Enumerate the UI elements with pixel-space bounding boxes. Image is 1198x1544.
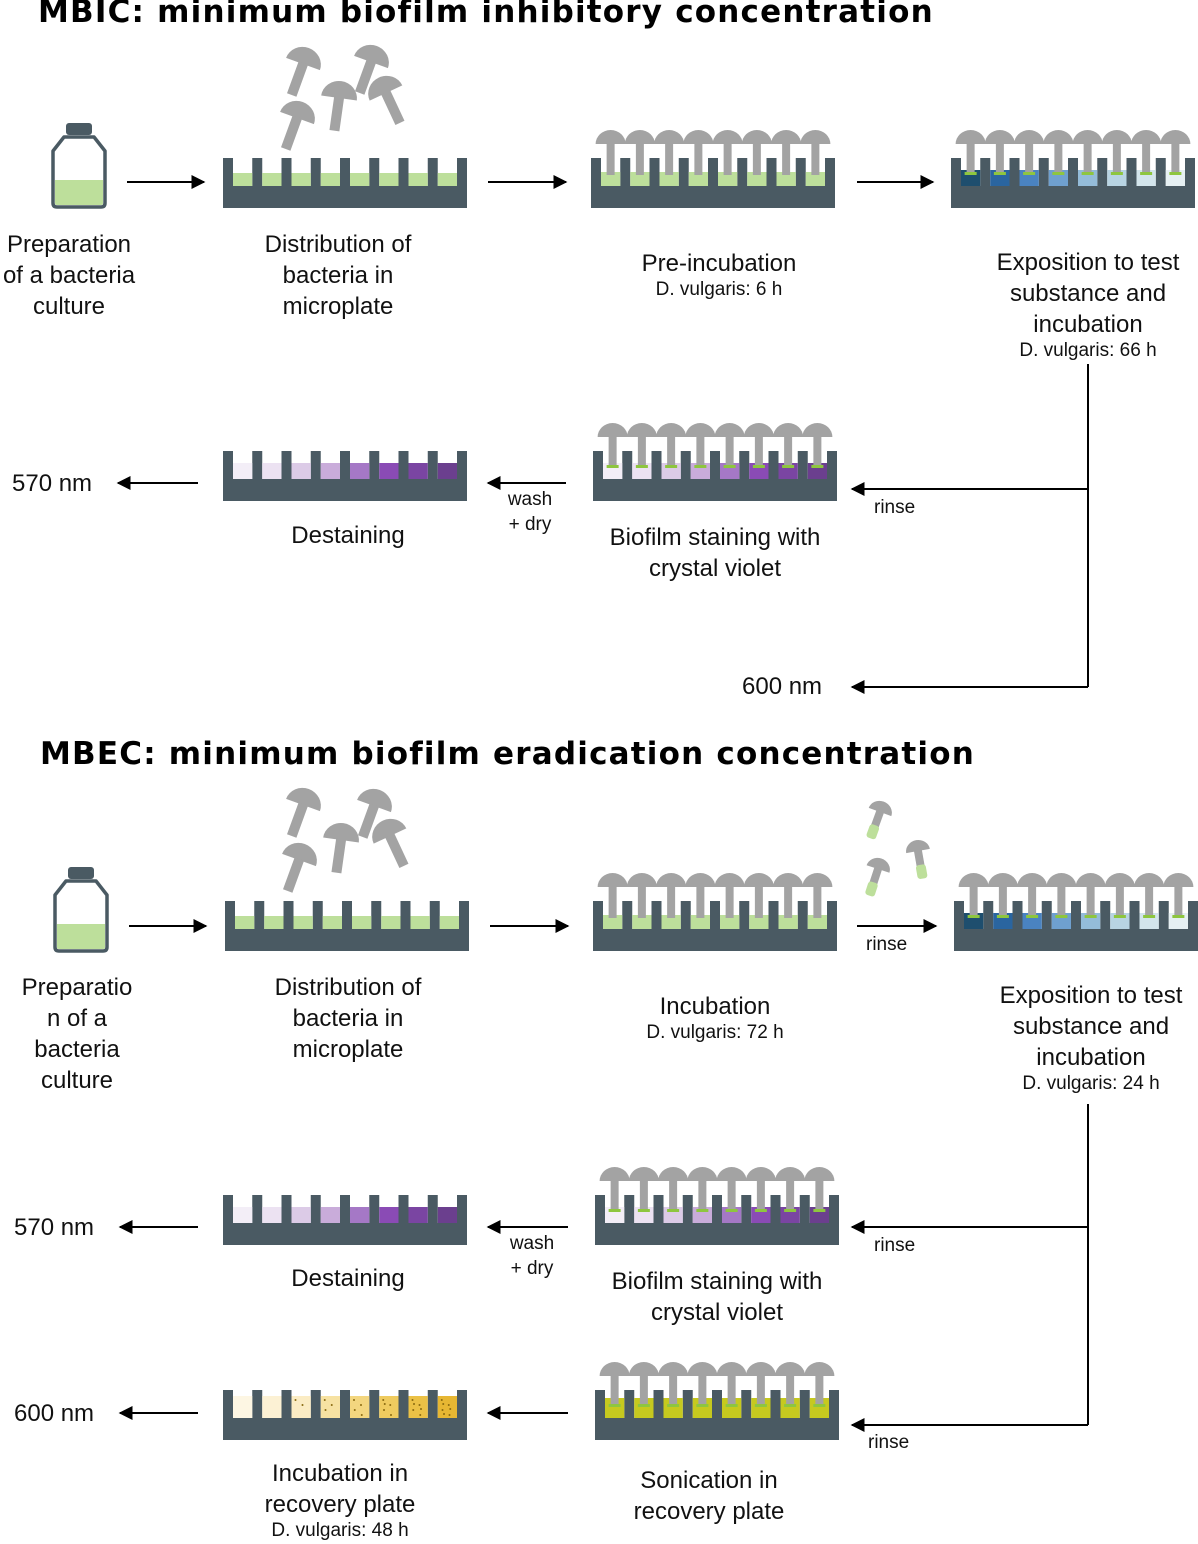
mbec-step-staining: Biofilm staining with crystal violet — [611, 1268, 823, 1326]
mbic-step-exposition: Exposition to test substance and incubat… — [978, 247, 1198, 362]
step-title-line2: n of a bacteria culture — [34, 1005, 120, 1094]
mbec-step-incubation: Incubation D. vulgaris: 72 h — [600, 991, 830, 1044]
microplate-exposition — [951, 130, 1195, 208]
readout-570nm: 570 nm — [12, 470, 93, 497]
step-title: Incubation — [659, 993, 771, 1020]
duration-text: D. vulgaris: 72 h — [646, 1022, 784, 1043]
rinse-label: rinse — [868, 1432, 910, 1453]
wash-label: wash — [507, 489, 553, 510]
mbic-step-distribution: Distribution of bacteria in microplate — [264, 231, 412, 320]
mbec-step-destaining: Destaining — [291, 1265, 405, 1292]
duration-text: D. vulgaris: 48 h — [271, 1520, 409, 1541]
duration-text: D. vulgaris: 24 h — [1022, 1073, 1160, 1094]
dry-label: + dry — [510, 1258, 554, 1279]
readout-600nm: 600 nm — [742, 673, 823, 700]
mbic-step-preincubation: Pre-incubation D. vulgaris: 6 h — [590, 248, 848, 301]
mbec-step-recovery: Incubation in recovery plate D. vulgaris… — [240, 1458, 440, 1542]
step-title: Incubation in recovery plate — [264, 1460, 416, 1518]
wash-label: wash — [509, 1233, 555, 1254]
microplate-destaining — [223, 1195, 467, 1245]
mbec-step-exposition: Exposition to test substance and incubat… — [980, 980, 1198, 1095]
peg-lid-icon — [268, 39, 417, 156]
microplate-distribution — [223, 158, 467, 208]
mbic-step-staining: Biofilm staining with crystal violet — [609, 524, 821, 582]
microplate-sonication — [595, 1362, 839, 1440]
dry-label: + dry — [508, 514, 552, 535]
mbec-step-sonication: Sonication in recovery plate — [633, 1467, 785, 1525]
step-title: Pre-incubation — [641, 250, 797, 277]
step-title: Exposition to test substance and incubat… — [996, 249, 1180, 338]
microplate-distribution — [225, 901, 469, 951]
step-title: Exposition to test substance and incubat… — [999, 982, 1183, 1071]
duration-text: D. vulgaris: 66 h — [1019, 340, 1157, 361]
culture-bottle-icon — [53, 867, 109, 953]
rinse-pegs-icon — [865, 800, 930, 897]
flow-arrows — [118, 919, 1089, 1432]
microplate-staining — [593, 423, 837, 501]
microplate-destaining — [223, 451, 467, 501]
readout-570nm: 570 nm — [14, 1214, 95, 1241]
duration-text: D. vulgaris: 6 h — [655, 279, 783, 300]
mbic-title: MBIC: minimum biofilm inhibitory concent… — [38, 0, 934, 30]
microplate-staining — [595, 1167, 839, 1245]
mbic-step-destaining: Destaining — [291, 522, 405, 549]
rinse-label: rinse — [874, 1235, 916, 1256]
flow-arrows — [116, 175, 1089, 694]
rinse-label: rinse — [866, 934, 908, 955]
peg-lid-icon — [270, 782, 421, 898]
mbec-title: MBEC: minimum biofilm eradication concen… — [40, 736, 976, 772]
mbec-step-distribution: Distribution of bacteria in microplate — [274, 974, 422, 1063]
step-title-line1: Preparatio — [21, 974, 133, 1001]
mbec-step-preparation: Preparatio n of a bacteria culture — [4, 972, 150, 1096]
microplate-recovery — [223, 1390, 467, 1440]
mbic-step-preparation: Preparation of a bacteria culture — [2, 231, 136, 320]
microplate-incubation — [593, 873, 837, 951]
culture-bottle-icon — [51, 123, 107, 209]
microplate-exposition — [954, 873, 1198, 951]
readout-600nm: 600 nm — [14, 1400, 95, 1427]
rinse-label: rinse — [874, 497, 916, 518]
microplate-preincubation — [591, 130, 835, 208]
